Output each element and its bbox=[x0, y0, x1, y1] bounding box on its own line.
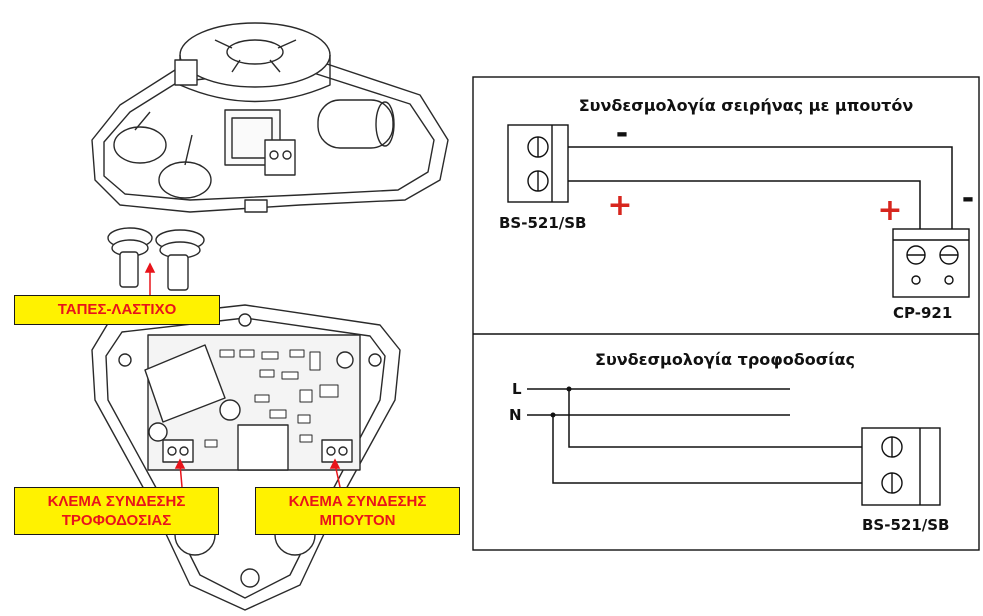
line-label-L: L bbox=[512, 380, 522, 398]
callout-cap-text: ΤΑΠΕΣ-ΛΑΣΤΙΧΟ bbox=[57, 301, 177, 318]
wire-L-to-terminal bbox=[568, 389, 862, 448]
siren-wiring-title: Συνδεσμολογία σειρήνας με μπουτόν bbox=[579, 96, 914, 115]
wire-plus bbox=[568, 180, 921, 232]
bs521-label-top: BS-521/SB bbox=[499, 214, 587, 232]
callout-power-line2: ΤΡΟΦΟΔΟΣΙΑΣ bbox=[61, 512, 172, 529]
power-supply-wires bbox=[527, 388, 862, 484]
callout-leaders bbox=[144, 262, 341, 488]
cp921-button-terminal bbox=[892, 228, 970, 298]
power-wiring-title: Συνδεσμολογία τροφοδοσίας bbox=[595, 350, 855, 369]
callout-power-line1: ΚΛΕΜΑ ΣΥΝΔΕΣΗΣ bbox=[47, 493, 186, 510]
callout-power-terminal: ΚΛΕΜΑ ΣΥΝΔΕΣΗΣ ΤΡΟΦΟΔΟΣΙΑΣ bbox=[14, 487, 219, 535]
wire-N-to-terminal bbox=[552, 415, 862, 484]
neutral-label-N: N bbox=[509, 406, 522, 424]
callout-button-line1: ΚΛΕΜΑ ΣΥΝΔΕΣΗΣ bbox=[288, 493, 427, 510]
siren-top-housing-illustration bbox=[91, 22, 449, 213]
bs521-terminal-block-top bbox=[507, 124, 569, 203]
siren-button-wires bbox=[568, 146, 953, 232]
rubber-grommet-caps-illustration bbox=[107, 227, 205, 291]
minus-sign-cp921: - bbox=[962, 181, 974, 216]
wiring-panels bbox=[472, 76, 980, 551]
plus-sign-bs521: + bbox=[607, 188, 632, 223]
callout-button-line2: ΜΠΟΥΤΟΝ bbox=[319, 512, 396, 529]
bs521-label-bottom: BS-521/SB bbox=[862, 516, 950, 534]
cp921-label: CP-921 bbox=[893, 304, 952, 322]
wire-minus bbox=[568, 146, 953, 232]
minus-sign-bs521: - bbox=[616, 116, 628, 151]
callout-cap-rubber: ΤΑΠΕΣ-ΛΑΣΤΙΧΟ bbox=[14, 295, 220, 325]
siren-base-with-pcb-illustration bbox=[91, 304, 401, 611]
callout-button-terminal: ΚΛΕΜΑ ΣΥΝΔΕΣΗΣ ΜΠΟΥΤΟΝ bbox=[255, 487, 460, 535]
wiring-panel-frame bbox=[472, 76, 980, 551]
plus-sign-cp921: + bbox=[877, 193, 902, 228]
bs521-terminal-block-bottom bbox=[861, 427, 941, 506]
junction-dots bbox=[550, 386, 572, 418]
